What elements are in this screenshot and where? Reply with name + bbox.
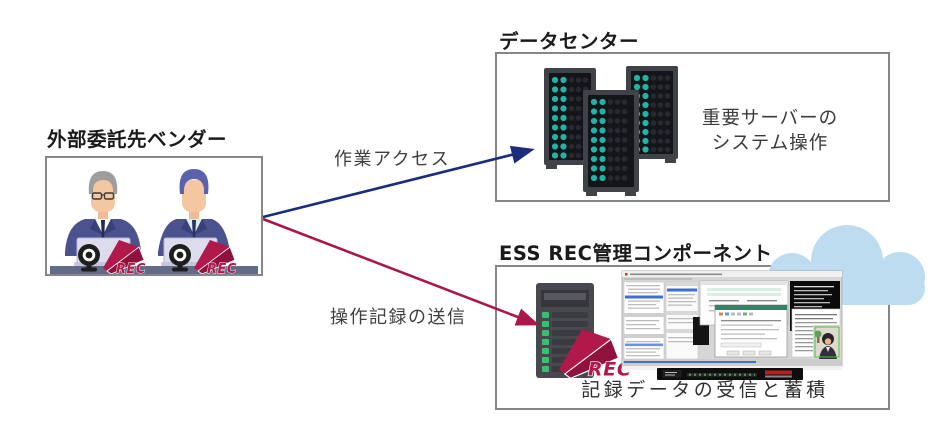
rec-icon-right: REC [194,240,237,274]
vendor-title: 外部委託先ベンダー [47,128,228,151]
rec-icon-server: REC [559,329,631,381]
datacenter-description: 重要サーバーの システム操作 [660,106,880,156]
webcam-feed [813,325,841,359]
work-access-label: 作業アクセス [334,149,451,170]
record-send-label: 操作記録の送信 [330,307,467,328]
rack-device-photo [657,368,803,380]
ess-title: ESS REC管理コンポーネント [499,242,773,265]
datacenter-title: データセンター [499,30,640,53]
vendor-operators-illustration: REC REC [50,169,258,274]
server-racks-icon [544,66,678,196]
rec-label: REC [116,262,146,274]
app-screenshot [621,270,843,380]
ess-caption: 記録データの受信と蓄積 [581,379,829,401]
rec-icon-left: REC [103,240,146,274]
webcam-icon-left [78,244,100,272]
rack-middle [583,90,639,196]
datacenter-description-line1: 重要サーバーの [701,108,839,129]
webcam-icon-right [169,244,191,272]
rack-right [626,66,678,163]
rec-label: REC [207,262,237,274]
glasses-icon [91,192,115,200]
vendor-box: REC REC [45,156,263,276]
ess-interior: REC [536,270,843,381]
rec-label: REC [588,359,631,380]
datacenter-description-line2: システム操作 [711,133,829,154]
desk [50,266,258,274]
